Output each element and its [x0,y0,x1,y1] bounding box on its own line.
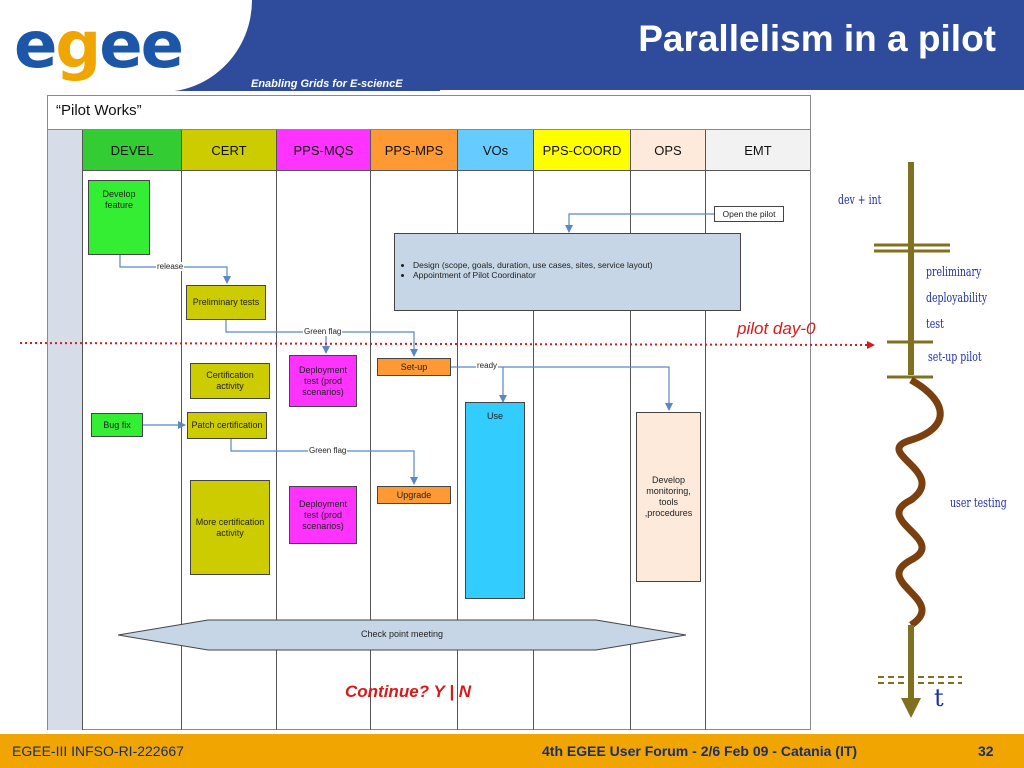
lane-header-pps-mps: PPS-MPS [371,130,457,171]
lane-emt: EMT [706,130,810,730]
timeline-label-deployability: deployability [926,291,988,306]
timeline-axis-label: t [934,684,944,712]
arrow-open-pilot [565,213,714,233]
box-develop-monitoring: Develop monitoring, tools ,procedures [636,412,701,582]
box-bug-fix: Bug fix [91,413,143,437]
timeline-label-user-testing: user testing [950,496,1007,511]
timeline-label-dev-int: dev + int [838,193,882,208]
arrow-green-flag-1 [225,320,330,354]
edge-label-ready: ready [476,361,499,370]
edge-label-green-flag-1: Green flag [303,327,343,336]
timeline-arrowhead [901,698,921,718]
box-preliminary-tests: Preliminary tests [186,285,266,320]
timeline-label-preliminary: preliminary [926,265,982,280]
pilot-works-panel: “Pilot Works” DEVEL CERT PPS-MQS PPS-MPS… [47,95,811,730]
box-use: Use [465,402,525,599]
continue-question: Continue? Y | N [345,682,471,701]
footer-project: EGEE-III INFSO-RI-222667 [12,743,184,759]
lane-header-emt: EMT [706,130,810,171]
pilot-day-line [19,340,875,349]
box-develop-feature: Develop feature [88,180,150,255]
lane-header-ops: OPS [631,130,705,171]
box-open-pilot: Open the pilot [714,206,784,222]
lane-ops: OPS [631,130,706,730]
lane-header-vos: VOs [458,130,533,171]
lane-cert: CERT [182,130,277,730]
lane-pps-mqs: PPS-MQS [277,130,371,730]
egee-logo: egee [14,9,184,83]
panel-title: “Pilot Works” [48,96,810,130]
footer-page-number: 32 [978,743,994,759]
lane-vos: VOs [458,130,534,730]
timeline-label-test: test [926,317,944,332]
slide-footer: EGEE-III INFSO-RI-222667 4th EGEE User F… [0,734,1024,768]
panel-row-stub [48,130,83,730]
user-testing-spiral [895,376,944,628]
box-upgrade: Upgrade [377,486,451,504]
design-item: Appointment of Pilot Coordinator [413,270,653,280]
pilot-day-label: pilot day-0 [737,319,816,338]
logo-background: egee [0,0,252,92]
lane-header-pps-coord: PPS-COORD [534,130,630,171]
box-certification-activity: Certification activity [190,363,270,399]
box-deployment-test-2: Deployment test (prod scenarios) [289,486,357,544]
edge-label-release: release [156,262,185,271]
lane-pps-coord: PPS-COORD [534,130,631,730]
arrow-to-ops [503,366,673,411]
checkpoint-meeting: Check point meeting [118,618,686,652]
box-design: Design (scope, goals, duration, use case… [394,233,741,311]
lane-header-devel: DEVEL [83,130,181,171]
box-deployment-test-1: Deployment test (prod scenarios) [289,355,357,407]
box-setup: Set-up [377,358,451,376]
checkpoint-hexagon [118,619,686,651]
box-patch-certification: Patch certification [187,412,267,439]
arrow-to-setup [326,331,418,357]
slide-title: Parallelism in a pilot [638,18,996,59]
design-item: Design (scope, goals, duration, use case… [413,260,653,270]
footer-event: 4th EGEE User Forum - 2/6 Feb 09 - Catan… [542,743,858,759]
lane-pps-mps: PPS-MPS [371,130,458,730]
lane-header-cert: CERT [182,130,276,171]
box-more-certification: More certification activity [190,480,270,575]
lane-devel: DEVEL [83,130,182,730]
edge-label-green-flag-2: Green flag [308,446,348,455]
timeline-label-setup-pilot: set-up pilot [928,350,982,365]
lane-header-pps-mqs: PPS-MQS [277,130,370,171]
checkpoint-label: Check point meeting [360,629,444,639]
slide-subtitle: Enabling Grids for E-sciencE [251,78,403,90]
